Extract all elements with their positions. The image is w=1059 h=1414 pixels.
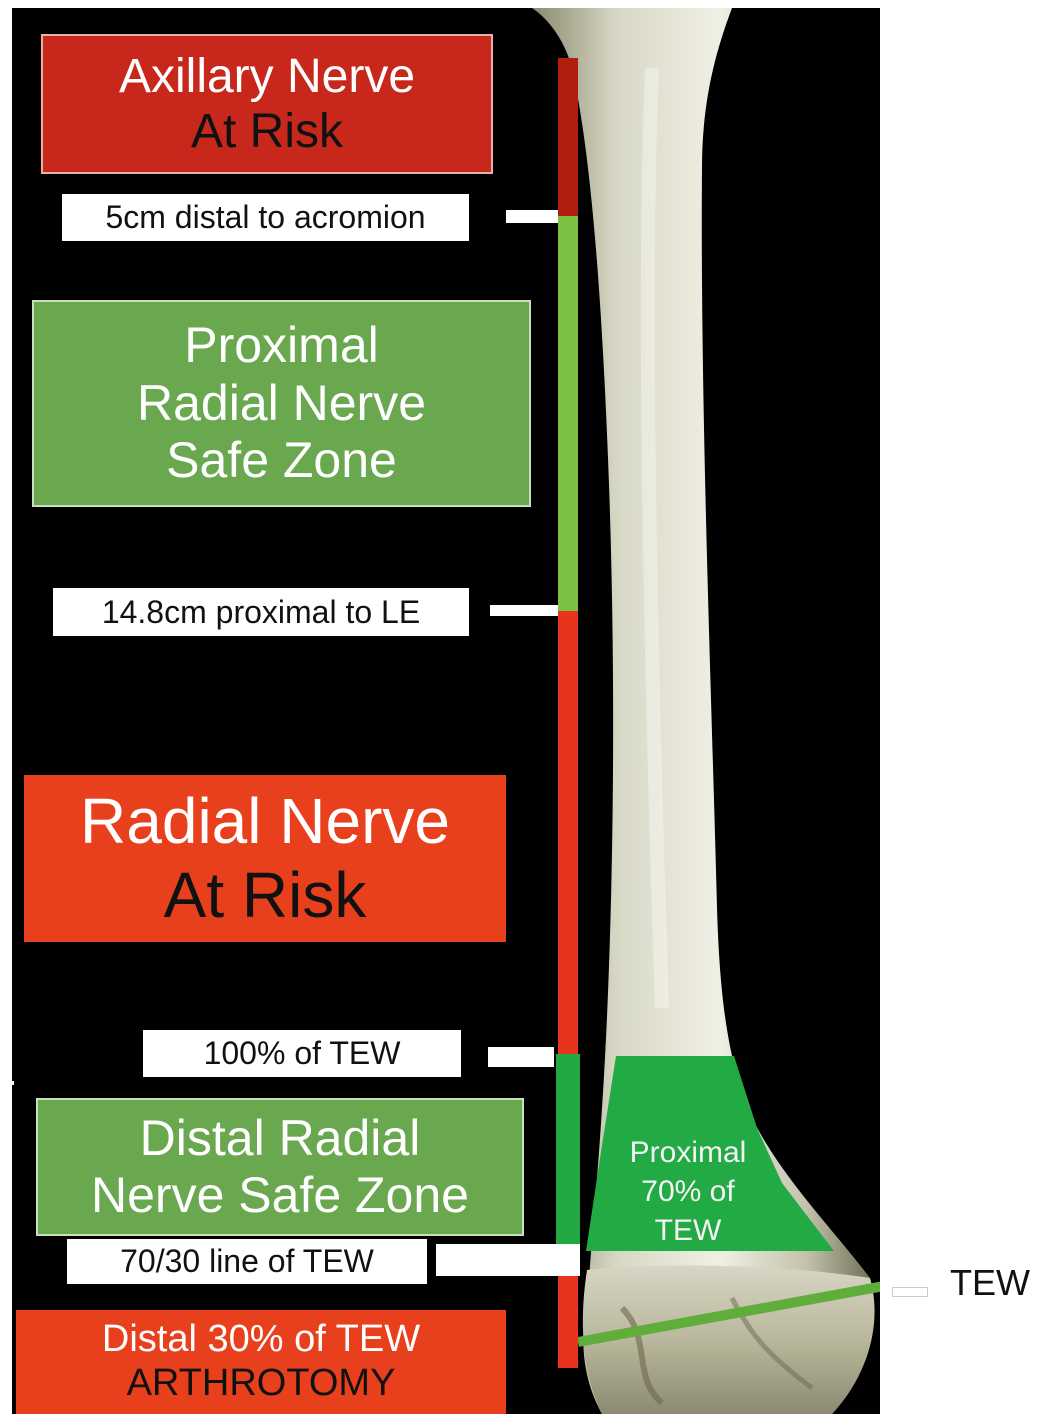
proximal-safe-line3: Safe Zone — [166, 432, 397, 490]
distal-safe-line2: Nerve Safe Zone — [91, 1167, 469, 1225]
stray-mark — [10, 1081, 14, 1085]
tew-100-label: 100% of TEW — [143, 1030, 461, 1077]
distal-safe-line1: Distal Radial — [140, 1110, 421, 1168]
distal-radial-safe-zone: Distal Radial Nerve Safe Zone — [36, 1098, 524, 1236]
overlay-text-line2: 70% of — [641, 1175, 735, 1208]
bone-condyles — [583, 1265, 875, 1414]
acromion-label: 5cm distal to acromion — [62, 194, 469, 241]
bar-segment-distal-safe — [556, 1054, 580, 1274]
axillary-zone-line2: At Risk — [191, 104, 343, 159]
arthrotomy-zone: Distal 30% of TEW ARTHROTOMY — [16, 1310, 506, 1414]
bar-segment-radial-risk — [558, 611, 578, 1054]
axillary-zone-line1: Axillary Nerve — [119, 49, 415, 104]
le-tick — [490, 605, 558, 616]
bar-segment-axillary — [558, 58, 578, 216]
diagram-canvas: Proximal 70% of TEW Axillary Nerve At Ri… — [12, 8, 880, 1414]
tew-tick — [892, 1287, 928, 1297]
line-7030-tick — [436, 1244, 580, 1276]
radial-risk-line1: Radial Nerve — [80, 785, 450, 859]
le-label: 14.8cm proximal to LE — [53, 588, 469, 636]
proximal-safe-line2: Radial Nerve — [137, 375, 426, 433]
arthrotomy-line2: ARTHROTOMY — [127, 1362, 396, 1406]
proximal-safe-line1: Proximal — [184, 317, 378, 375]
arthrotomy-line1: Distal 30% of TEW — [102, 1318, 420, 1362]
tew-100-tick — [488, 1047, 554, 1067]
proximal-radial-safe-zone: Proximal Radial Nerve Safe Zone — [32, 300, 531, 507]
bar-segment-proximal-safe — [558, 216, 578, 611]
line-7030-label: 70/30 line of TEW — [67, 1239, 427, 1284]
radial-risk-line2: At Risk — [164, 859, 367, 933]
axillary-nerve-zone: Axillary Nerve At Risk — [41, 34, 493, 174]
tew-label: TEW — [950, 1262, 1030, 1304]
bar-segment-arthrotomy — [558, 1274, 578, 1368]
overlay-text-line3: TEW — [655, 1214, 722, 1247]
radial-nerve-risk-zone: Radial Nerve At Risk — [24, 775, 506, 942]
overlay-text-line1: Proximal — [630, 1136, 747, 1169]
acromion-tick — [506, 210, 558, 223]
